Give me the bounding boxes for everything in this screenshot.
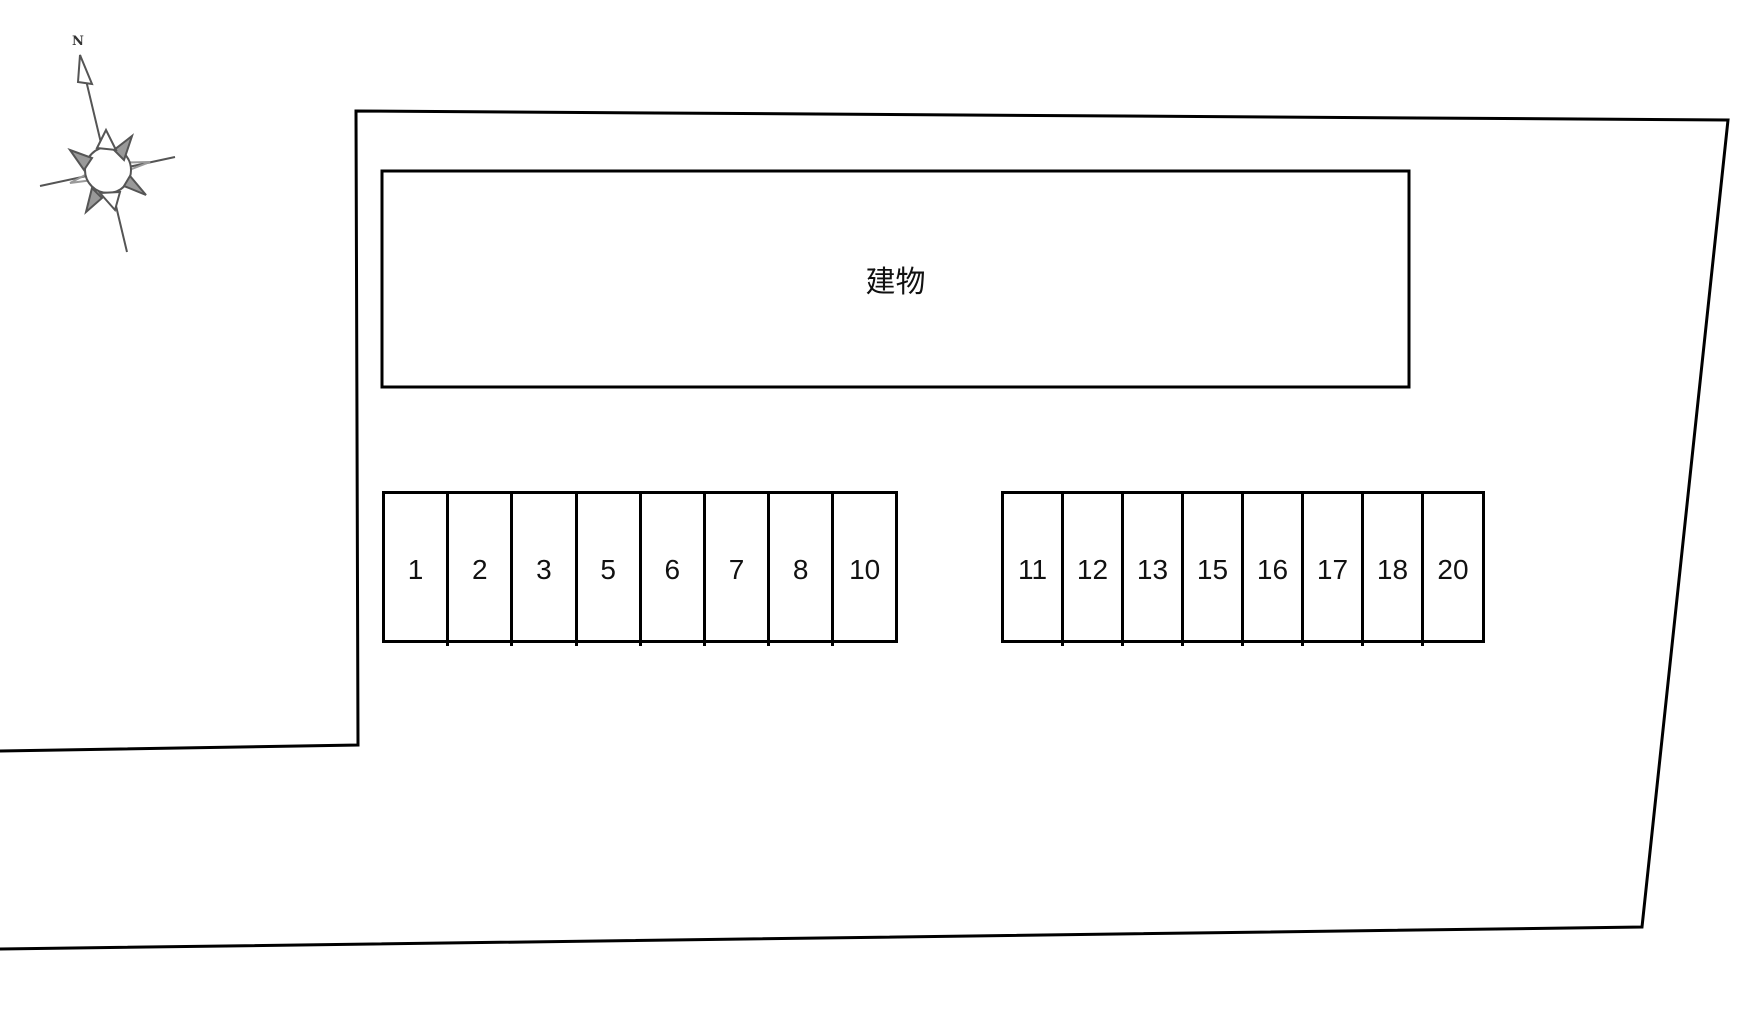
parking-spot[interactable]: 12 bbox=[1064, 494, 1124, 646]
parking-spot[interactable]: 16 bbox=[1244, 494, 1304, 646]
lot-boundary bbox=[0, 109, 1730, 951]
compass-north-label: N bbox=[72, 34, 84, 49]
parking-spot[interactable]: 10 bbox=[849, 554, 881, 585]
parking-spot[interactable]: 13 bbox=[1124, 494, 1184, 646]
parking-spot[interactable]: 5 bbox=[578, 494, 642, 646]
parking-spot[interactable]: 18 bbox=[1364, 494, 1424, 646]
parking-spot[interactable]: 2 bbox=[449, 494, 514, 646]
building-outline bbox=[380, 169, 1411, 389]
building-label: 建物 bbox=[865, 265, 926, 300]
parking-spot[interactable]: 20 bbox=[1437, 554, 1469, 585]
parking-spot[interactable]: 11 bbox=[1004, 494, 1064, 646]
parking-spot[interactable]: 3 bbox=[513, 494, 578, 646]
parking-spot[interactable]: 8 bbox=[770, 494, 835, 646]
compass-icon bbox=[39, 54, 176, 253]
parking-row-right: 11 12 13 15 16 17 18 20 bbox=[1001, 491, 1485, 646]
parking-spot[interactable]: 7 bbox=[706, 494, 771, 646]
parking-spot[interactable]: 1 bbox=[385, 494, 450, 646]
parking-row-left: 1 2 3 5 6 7 8 10 bbox=[382, 491, 898, 646]
parking-spot[interactable]: 6 bbox=[642, 494, 706, 646]
parking-spot[interactable]: 15 bbox=[1184, 494, 1244, 646]
parking-spot[interactable]: 17 bbox=[1304, 494, 1364, 646]
